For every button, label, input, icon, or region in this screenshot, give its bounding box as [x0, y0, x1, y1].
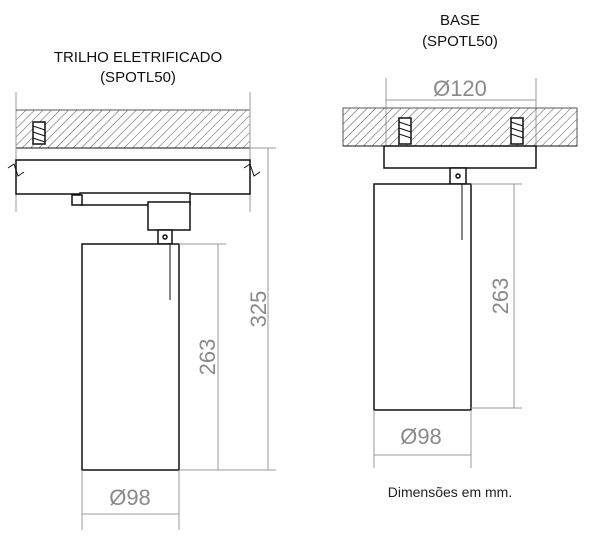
- left-view-subtitle: (SPOTL50): [100, 69, 176, 86]
- base-joint-pin: [455, 173, 461, 179]
- right-ceiling: [342, 107, 578, 147]
- dim-label-325: 325: [246, 291, 271, 328]
- right-cylinder-body: [373, 183, 472, 411]
- left-view-title: TRILHO ELETRIFICADO: [54, 49, 222, 66]
- right-view-title: BASE: [440, 12, 480, 29]
- left-break-mark: [7, 163, 25, 177]
- base-plate: [383, 145, 537, 169]
- dim-label-263-left: 263: [195, 339, 220, 376]
- adapter-tab: [71, 194, 83, 206]
- adapter-head: [147, 201, 191, 231]
- swivel-pin: [162, 234, 168, 240]
- dim-label-d98-left: Ø98: [109, 485, 151, 510]
- dim-label-d98-right: Ø98: [400, 424, 442, 449]
- left-ceiling: [15, 109, 251, 149]
- right-break-mark: [243, 163, 261, 177]
- right-anchor-right-icon: [510, 117, 524, 145]
- units-note: Dimensões em mm.: [388, 484, 512, 500]
- right-view: BASE (SPOTL50) Ø120 263: [342, 12, 578, 500]
- right-view-subtitle: (SPOTL50): [422, 33, 498, 50]
- left-cylinder-body: [81, 243, 180, 471]
- left-view: TRILHO ELETRIFICADO (SPOTL50) 325: [7, 49, 276, 530]
- left-anchor-icon: [32, 121, 46, 145]
- right-anchor-left-icon: [398, 117, 412, 145]
- track-rail: [15, 159, 251, 195]
- dim-label-263-right: 263: [488, 278, 513, 315]
- dim-label-d120: Ø120: [433, 76, 487, 101]
